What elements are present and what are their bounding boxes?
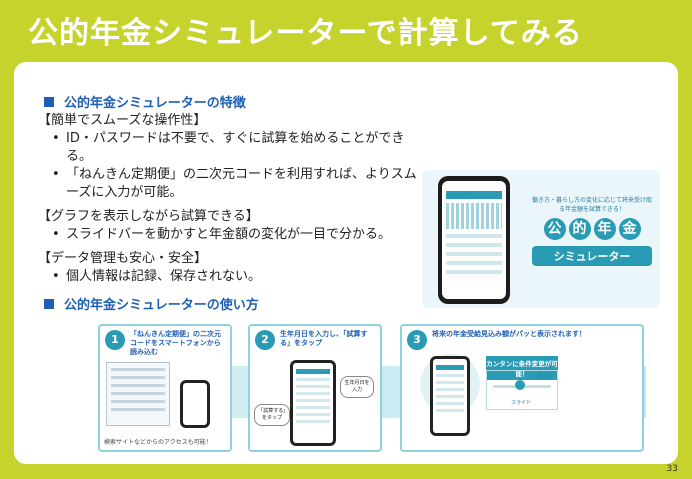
feature-category: 【グラフを表示しながら試算できる】: [38, 209, 259, 224]
smartphone-icon: [290, 360, 336, 446]
callout-bubble: 「試算する」をタップ: [254, 404, 290, 426]
tap-label: タップ: [537, 374, 553, 380]
features-heading: 公的年金シミュレーターの特徴: [44, 92, 246, 111]
condition-panel: タップ スライド: [486, 370, 558, 410]
step-3-card: 3 将来の年金受給見込み額がパッと表示されます！ カンタンに条件変更が可能！ タ…: [400, 324, 644, 452]
logo-char: 年: [593, 218, 616, 240]
feature-category: 【データ管理も安心・安全】: [38, 251, 208, 266]
step-number: 3: [407, 330, 427, 350]
step-1-card: 1 「ねんきん定期便」の二次元コードをスマートフォンから読み込む 検索サイトなど…: [98, 324, 232, 452]
step-text: 「ねんきん定期便」の二次元コードをスマートフォンから読み込む: [130, 330, 221, 356]
logo-name: シミュレーター: [532, 246, 652, 266]
step-number: 1: [105, 330, 125, 350]
hero-image: 働き方・暮らし方の変化に応じて将来受け取る年金額を試算できる！ 公 的 年 金 …: [422, 170, 660, 308]
slider-knob: [515, 380, 525, 390]
smartphone-icon: [430, 356, 470, 436]
content-panel: 公的年金シミュレーターの特徴 【簡単でスムーズな操作性】 •ID・パスワードは不…: [14, 62, 678, 464]
steps-diagram: 1 「ねんきん定期便」の二次元コードをスマートフォンから読み込む 検索サイトなど…: [98, 324, 646, 452]
square-bullet-icon: [44, 298, 54, 309]
step-2-card: 2 生年月日を入力し、「試算する」をタップ 生年月日を入力 「試算する」をタップ: [248, 324, 382, 452]
feature-bullet: •ID・パスワードは不要で、すぐに試算を始めることができる。: [52, 131, 405, 164]
features-list: 【簡単でスムーズな操作性】 •ID・パスワードは不要で、すぐに試算を始めることが…: [38, 110, 428, 286]
step-text: 生年月日を入力し、「試算する」をタップ: [280, 330, 368, 347]
page-number: 33: [666, 464, 678, 474]
step-number: 2: [255, 330, 275, 350]
step-text: 将来の年金受給見込み額がパッと表示されます！: [432, 330, 586, 338]
smartphone-icon: [180, 380, 210, 428]
feature-category: 【簡単でスムーズな操作性】: [38, 113, 207, 128]
slide-label: スライド: [511, 400, 532, 406]
callout-bubble: 生年月日を入力: [340, 376, 374, 398]
page-title: 公的年金シミュレーターで計算してみる: [28, 16, 583, 51]
simulator-logo: 働き方・暮らし方の変化に応じて将来受け取る年金額を試算できる！ 公 的 年 金 …: [532, 196, 652, 266]
pension-notice-illustration: [106, 362, 170, 426]
square-bullet-icon: [44, 96, 54, 107]
feature-bullet: •「ねんきん定期便」の二次元コードを利用すれば、よりスムーズに入力が可能。: [52, 167, 417, 200]
step-footer: 検索サイトなどからのアクセスも可能！: [104, 439, 212, 446]
logo-char: 公: [543, 218, 566, 240]
feature-bullet: •スライドバーを動かすと年金額の変化が一目で分かる。: [52, 227, 392, 242]
condition-change-title: カンタンに条件変更が可能！: [486, 356, 558, 380]
howto-heading: 公的年金シミュレーターの使い方: [44, 294, 259, 313]
logo-char: 金: [618, 218, 641, 240]
smartphone-illustration: [438, 176, 510, 304]
logo-char: 的: [568, 218, 591, 240]
feature-bullet: •個人情報は記録、保存されない。: [52, 269, 262, 284]
